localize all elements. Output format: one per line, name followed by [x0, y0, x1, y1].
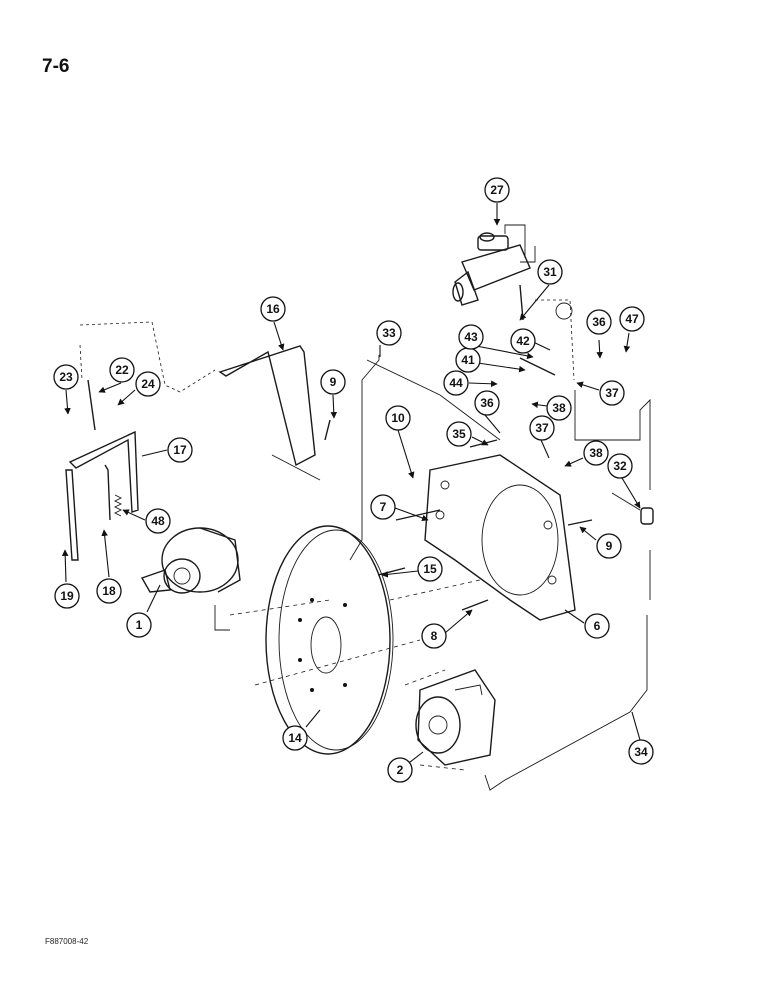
svg-text:43: 43	[464, 330, 478, 344]
page-number: 7-6	[42, 56, 70, 77]
svg-text:10: 10	[391, 411, 405, 425]
svg-text:37: 37	[605, 386, 619, 400]
callout-37-right: 37	[599, 380, 625, 406]
svg-text:22: 22	[115, 363, 129, 377]
svg-text:36: 36	[480, 396, 494, 410]
svg-text:38: 38	[589, 446, 603, 460]
callout-14: 14	[282, 725, 308, 751]
svg-text:37: 37	[535, 421, 549, 435]
svg-text:38: 38	[552, 401, 566, 415]
callout-34: 34	[628, 739, 654, 765]
callout-15: 15	[417, 556, 443, 582]
callout-33: 33	[376, 320, 402, 346]
svg-text:33: 33	[382, 326, 396, 340]
callout-8: 8	[421, 623, 447, 649]
brake-disc-drawing	[265, 525, 394, 755]
caliper-bracket-drawing	[424, 454, 576, 621]
svg-text:24: 24	[141, 377, 155, 391]
leader-lines	[61, 203, 641, 767]
callout-47: 47	[619, 306, 645, 332]
svg-text:9: 9	[330, 375, 337, 389]
svg-text:8: 8	[431, 629, 438, 643]
svg-text:42: 42	[516, 334, 530, 348]
svg-text:14: 14	[288, 731, 302, 745]
master-cylinder-drawing	[452, 224, 536, 306]
callout-2: 2	[387, 757, 413, 783]
svg-text:36: 36	[592, 315, 606, 329]
svg-text:47: 47	[625, 312, 639, 326]
svg-text:32: 32	[613, 459, 627, 473]
callout-22: 22	[109, 357, 135, 383]
svg-text:27: 27	[490, 183, 504, 197]
callout-27: 27	[484, 177, 510, 203]
svg-text:9: 9	[606, 539, 613, 553]
svg-text:1: 1	[136, 618, 143, 632]
callout-23: 23	[53, 364, 79, 390]
svg-text:31: 31	[543, 265, 557, 279]
callout-6: 6	[584, 613, 610, 639]
svg-text:41: 41	[461, 353, 475, 367]
callout-10: 10	[385, 405, 411, 431]
callout-36-upper: 36	[586, 309, 612, 335]
pump-drawing	[140, 527, 241, 631]
svg-text:19: 19	[60, 589, 74, 603]
callout-44: 44	[443, 370, 469, 396]
callout-17: 17	[167, 437, 193, 463]
svg-text:15: 15	[423, 562, 437, 576]
callout-35: 35	[446, 421, 472, 447]
caliper-drawing	[415, 669, 496, 766]
callout-43: 43	[458, 324, 484, 350]
callout-37-lower: 37	[529, 415, 555, 441]
callout-9-lower: 9	[596, 533, 622, 559]
callout-41: 41	[455, 347, 481, 373]
svg-text:2: 2	[397, 763, 404, 777]
svg-text:6: 6	[594, 619, 601, 633]
callout-48: 48	[145, 508, 171, 534]
figure-code: F887008-42	[45, 937, 89, 946]
svg-text:17: 17	[173, 443, 187, 457]
callout-38-upper: 38	[546, 395, 572, 421]
svg-text:7: 7	[380, 500, 387, 514]
svg-text:48: 48	[151, 514, 165, 528]
svg-text:16: 16	[266, 302, 280, 316]
callout-38-lower: 38	[583, 440, 609, 466]
callout-19: 19	[54, 583, 80, 609]
callout-24: 24	[135, 371, 161, 397]
svg-text:44: 44	[449, 376, 463, 390]
svg-text:18: 18	[102, 584, 116, 598]
svg-text:35: 35	[452, 427, 466, 441]
callout-32: 32	[607, 453, 633, 479]
callout-9-upper: 9	[320, 369, 346, 395]
svg-text:23: 23	[59, 370, 73, 384]
callout-1: 1	[126, 612, 152, 638]
callout-42: 42	[510, 328, 536, 354]
part-drawings	[65, 224, 654, 791]
callout-36-lower: 36	[474, 390, 500, 416]
callout-7: 7	[370, 494, 396, 520]
callout-16: 16	[260, 296, 286, 322]
callout-18: 18	[96, 578, 122, 604]
svg-text:34: 34	[634, 745, 648, 759]
callout-31: 31	[537, 259, 563, 285]
